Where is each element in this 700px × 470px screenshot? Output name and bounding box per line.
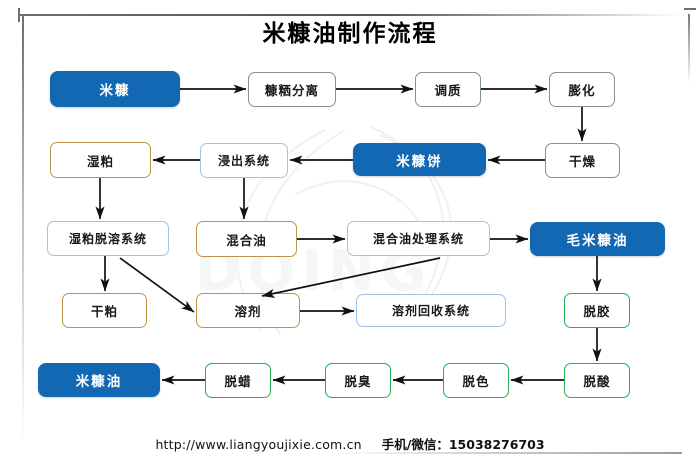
node-extraction-system[interactable]: 浸出系统 [200, 143, 288, 178]
phone-wechat: 手机/微信：15038276703 [381, 437, 545, 452]
node-mixed-oil[interactable]: 混合油 [196, 221, 297, 257]
frame-right-line [688, 14, 690, 84]
node-dry-meal[interactable]: 干粕 [62, 293, 147, 328]
frame-top-line [18, 14, 682, 16]
frame-bottom-line [330, 452, 682, 454]
node-degumming[interactable]: 脱胶 [564, 293, 630, 328]
node-deacidification[interactable]: 脱酸 [564, 363, 630, 398]
page-title: 米糠油制作流程 [262, 21, 438, 47]
node-rice-bran-cake[interactable]: 米糠饼 [353, 143, 486, 176]
footer-contact: http://www.liangyoujixie.com.cn 手机/微信：15… [0, 434, 700, 453]
node-solvent-recovery-system[interactable]: 溶剂回收系统 [356, 294, 506, 327]
node-wet-meal[interactable]: 湿粕 [50, 142, 151, 178]
node-decolorization[interactable]: 脱色 [443, 363, 509, 398]
node-chaff-separation[interactable]: 糠粞分离 [248, 72, 336, 107]
website-url[interactable]: http://www.liangyoujixie.com.cn [155, 437, 362, 452]
node-mixed-oil-treatment-system[interactable]: 混合油处理系统 [347, 221, 490, 256]
node-solvent[interactable]: 溶剂 [196, 293, 300, 328]
frame-corner-tick-top-right [684, 8, 696, 10]
frame-left-line [22, 16, 24, 446]
node-crude-rice-bran-oil[interactable]: 毛米糠油 [530, 222, 665, 256]
node-expansion[interactable]: 膨化 [549, 72, 615, 107]
node-rice-bran-oil[interactable]: 米糠油 [38, 363, 160, 397]
edge-treatment-to-solvent [261, 257, 441, 298]
node-deodorization[interactable]: 脱臭 [325, 363, 391, 398]
node-rice-bran[interactable]: 米糠 [50, 71, 180, 107]
node-conditioning[interactable]: 调质 [415, 72, 481, 107]
node-dewaxing[interactable]: 脱蜡 [205, 363, 271, 398]
node-drying[interactable]: 干燥 [545, 143, 620, 178]
node-wet-meal-desolventizing-system[interactable]: 湿粕脱溶系统 [47, 221, 169, 256]
frame-corner-tick-top-left [18, 8, 20, 22]
